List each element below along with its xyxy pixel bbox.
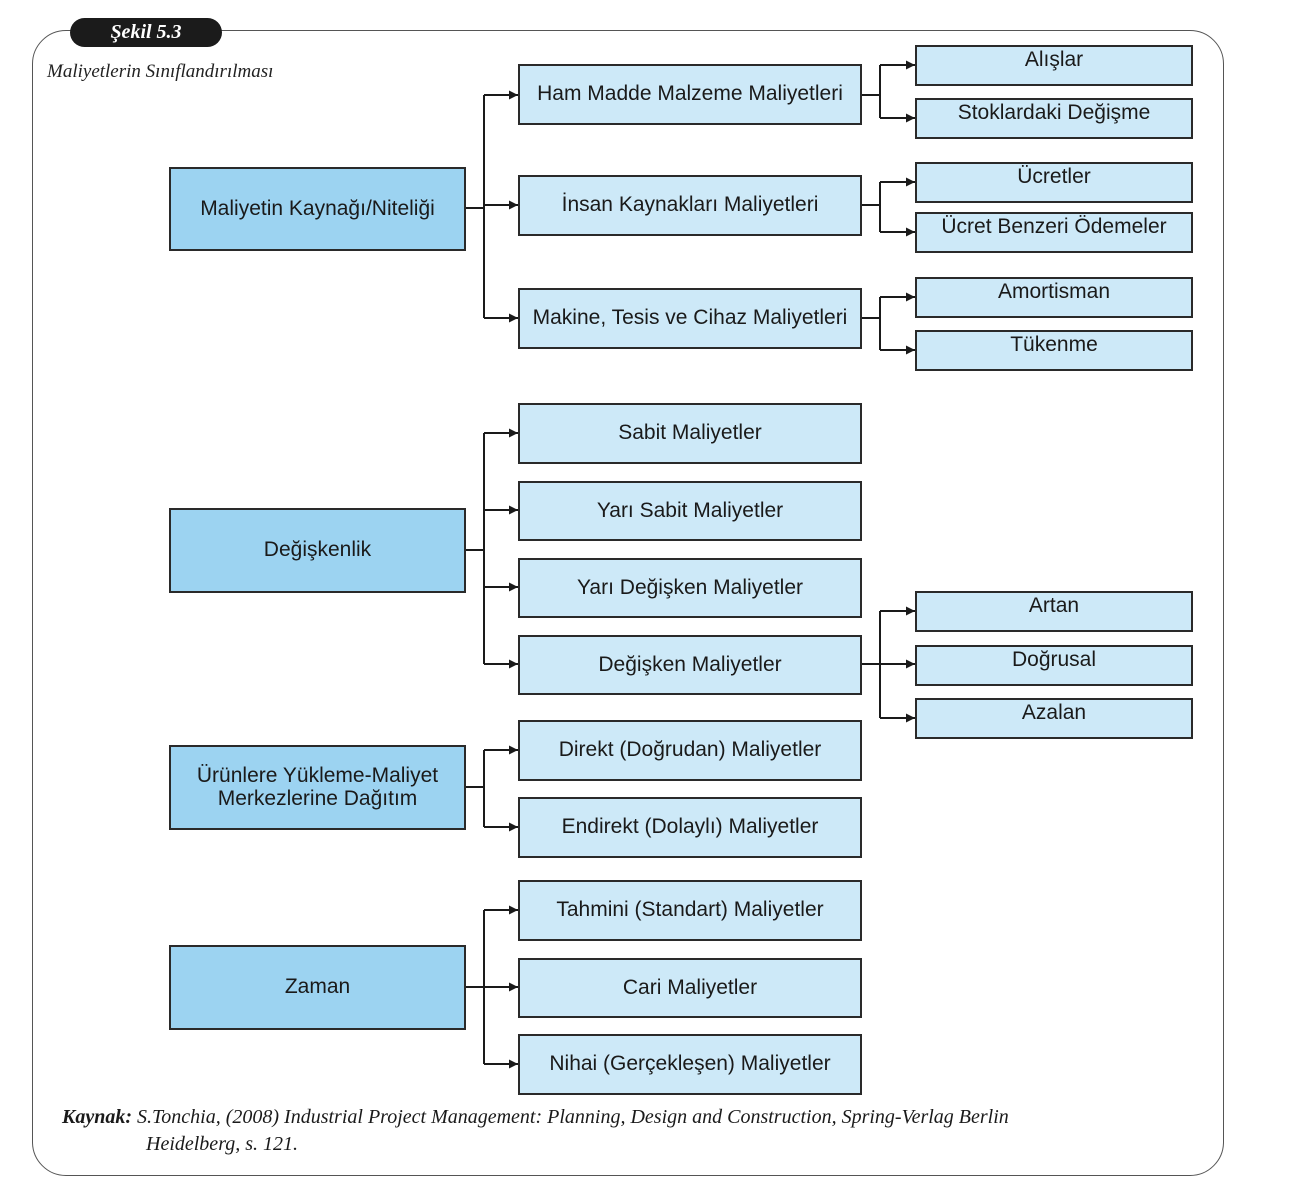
source-citation: Kaynak: S.Tonchia, (2008) Industrial Pro… [62,1104,1182,1158]
node-fixed-costs: Sabit Maliyetler [518,403,862,464]
figure-subtitle: Maliyetlerin Sınıflandırılması [47,61,274,82]
source-line-1: S.Tonchia, (2008) Industrial Project Man… [132,1106,1009,1128]
category-allocation: Ürünlere Yükleme-Maliyet Merkezlerine Da… [169,745,466,830]
leaf-depreciation: Amortisman [915,277,1193,318]
node-semi-fixed-costs: Yarı Sabit Maliyetler [518,481,862,541]
node-variable-costs: Değişken Maliyetler [518,635,862,695]
node-machine-facility-costs: Makine, Tesis ve Cihaz Maliyetleri [518,288,862,349]
category-time: Zaman [169,945,466,1030]
leaf-increasing: Artan [915,591,1193,632]
node-human-resource-costs: İnsan Kaynakları Maliyetleri [518,175,862,236]
category-source-nature: Maliyetin Kaynağı/Niteliği [169,167,466,251]
leaf-wage-like-payments: Ücret Benzeri Ödemeler [915,212,1193,253]
source-label: Kaynak: [62,1106,132,1128]
figure-frame [32,30,1224,1176]
node-estimated-costs: Tahmini (Standart) Maliyetler [518,880,862,941]
leaf-purchases: Alışlar [915,45,1193,86]
node-indirect-costs: Endirekt (Dolaylı) Maliyetler [518,797,862,858]
node-raw-material-costs: Ham Madde Malzeme Maliyetleri [518,64,862,125]
source-line-2: Heidelberg, s. 121. [146,1133,299,1155]
leaf-wages: Ücretler [915,162,1193,203]
node-direct-costs: Direkt (Doğrudan) Maliyetler [518,720,862,781]
figure-label: Şekil 5.3 [70,18,222,47]
category-variability: Değişkenlik [169,508,466,593]
node-current-costs: Cari Maliyetler [518,958,862,1018]
leaf-inventory-change: Stoklardaki Değişme [915,98,1193,139]
node-actual-costs: Nihai (Gerçekleşen) Maliyetler [518,1034,862,1095]
leaf-linear: Doğrusal [915,645,1193,686]
leaf-decreasing: Azalan [915,698,1193,739]
leaf-depletion: Tükenme [915,330,1193,371]
node-semi-variable-costs: Yarı Değişken Maliyetler [518,558,862,618]
